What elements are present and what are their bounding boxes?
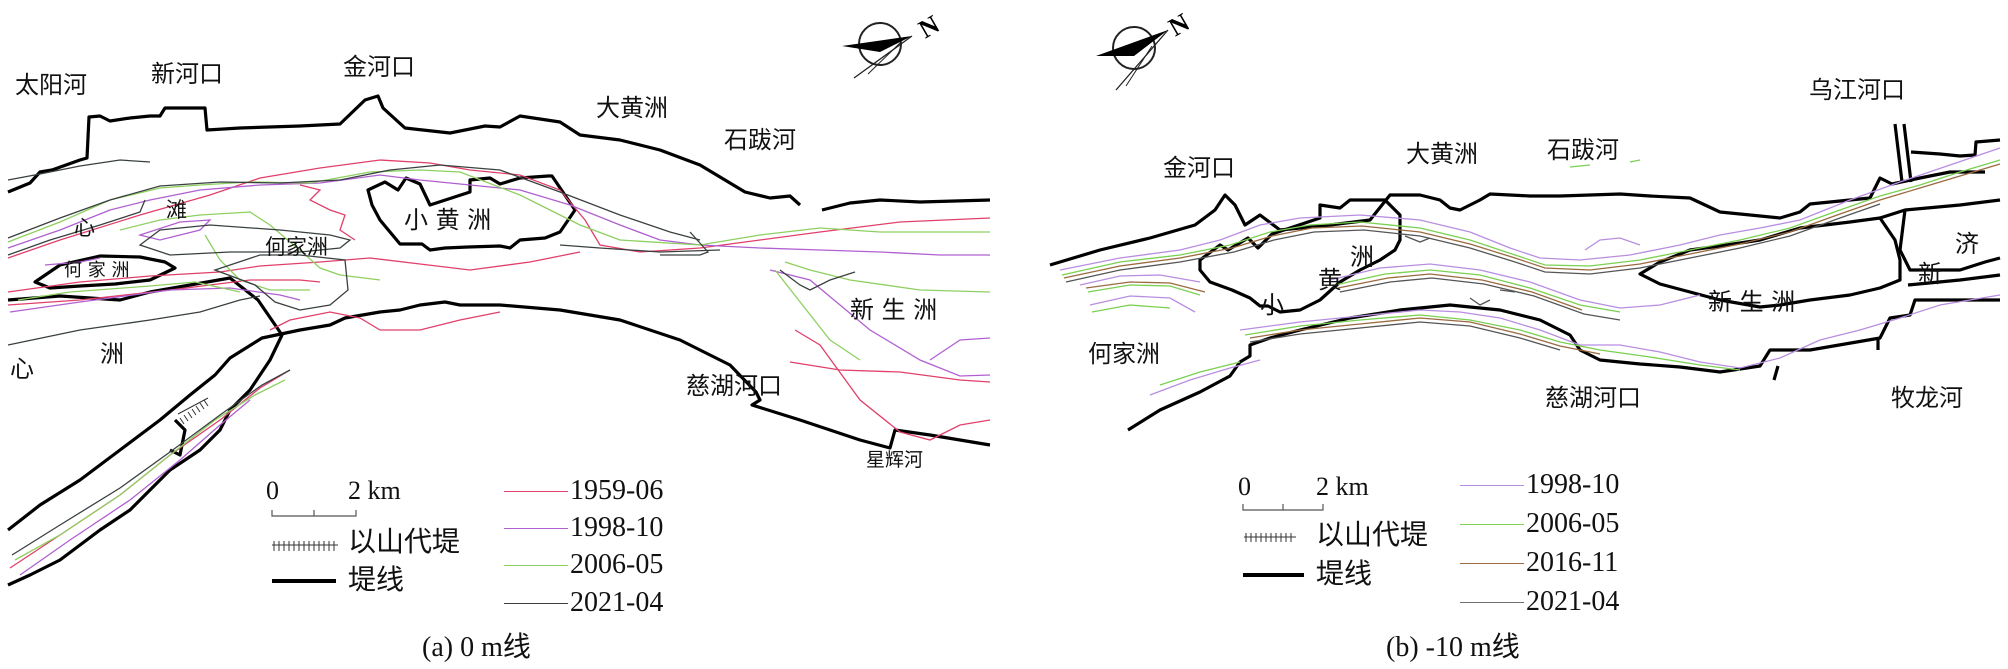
symbol-label-levee-b: 堤线 — [1316, 557, 1373, 590]
caption-b: (b) -10 m线 — [1386, 632, 1520, 663]
scale-end-a: 2 km — [348, 476, 401, 505]
caption-a: (a) 0 m线 — [422, 632, 531, 663]
hill-levee-symbol-a — [272, 541, 338, 551]
label-xinji-xin: 新 — [1918, 260, 1942, 288]
label-hejiazhou-small: 何 家 洲 — [64, 260, 130, 281]
label-xin-2: 心 — [10, 355, 34, 383]
contour-2006-05-b — [1061, 159, 2001, 386]
label-xiaohuangzhou: 小 黄 洲 — [404, 206, 492, 234]
label-tan: 滩 — [166, 198, 187, 222]
legend-item-2016-11: 2016-11 — [1460, 548, 1618, 578]
label-zhou: 洲 — [100, 340, 124, 368]
label-dahuangzhou: 大黄洲 — [596, 94, 668, 122]
legend-swatch — [1460, 562, 1524, 564]
legend-swatch — [504, 602, 568, 604]
label-hejiazhou: 何家洲 — [265, 235, 328, 259]
label-xinshengzhou: 新 生 洲 — [1708, 288, 1796, 316]
label-cihuhekou: 慈湖河口 — [686, 372, 782, 400]
scale-bar-b — [1242, 504, 1324, 511]
svg-text:N: N — [914, 10, 945, 45]
contour-2006-05-a — [7, 169, 991, 561]
north-arrow-icon: N — [842, 10, 945, 79]
scale-start-a: 0 — [266, 476, 279, 505]
legend-item-1998-10: 1998-10 — [504, 513, 663, 543]
scale-start-b: 0 — [1238, 472, 1251, 501]
label-xinshengzhou: 新 生 洲 — [850, 296, 938, 324]
legend-item-1959-06: 1959-06 — [504, 476, 663, 506]
symbol-label-hill-levee-a: 以山代堤 — [348, 525, 461, 558]
panel-b-minus10m-line: N 乌江河口 金河口 大黄洲 石跋河 洲 黄 小 新 生 洲 济 新 何家洲 慈… — [1000, 0, 2008, 669]
label-xinji-ji: 济 — [1955, 230, 1979, 258]
label-jinhekou: 金河口 — [343, 53, 415, 81]
label-taiyanghe: 太阳河 — [15, 71, 87, 99]
svg-text:N: N — [1164, 8, 1195, 43]
label-wujianghekou: 乌江河口 — [1809, 76, 1905, 104]
legend-swatch — [504, 490, 568, 492]
legend-item-2006-05: 2006-05 — [1460, 509, 1619, 539]
label-hejiazhou: 何家洲 — [1088, 340, 1160, 368]
river-map-b — [1049, 123, 2001, 577]
label-dahuangzhou: 大黄洲 — [1406, 140, 1478, 168]
label-mulonghe: 牧龙河 — [1891, 384, 1963, 412]
label-shibahe: 石跋河 — [724, 126, 796, 154]
scale-end-b: 2 km — [1316, 472, 1369, 501]
contour-2016-11-b — [1063, 163, 2001, 355]
label-xiaohuangzhou-huang: 黄 — [1318, 266, 1342, 294]
hill-levee-symbol-b — [1244, 533, 1296, 542]
panel-a-0m-line: N 太阳河 新河口 金河口 大黄洲 石跋河 小 黄 洲 何家洲 滩 心 何 家 … — [0, 0, 1000, 669]
contour-2021-04-b — [1065, 203, 1881, 351]
label-xin-1: 心 — [74, 216, 95, 240]
label-xiaohuangzhou-zhou: 洲 — [1350, 243, 1374, 271]
legend-item-2021-04: 2021-04 — [1460, 587, 1619, 617]
contour-1998-10-b — [1059, 147, 2001, 396]
symbol-label-levee-a: 堤线 — [348, 563, 405, 596]
label-cihuhekou: 慈湖河口 — [1545, 384, 1641, 412]
label-jinhekou: 金河口 — [1163, 154, 1235, 182]
label-xinghuihe: 星辉河 — [866, 449, 924, 471]
contour-2021-04-a — [7, 159, 856, 556]
legend-swatch — [504, 564, 568, 566]
label-shibahe: 石跋河 — [1547, 136, 1619, 164]
north-arrow-icon: N — [1096, 8, 1195, 91]
legend-item-2021-04: 2021-04 — [504, 588, 663, 618]
symbol-label-hill-levee-b: 以山代堤 — [1316, 518, 1429, 551]
label-xinhekou: 新河口 — [151, 60, 223, 88]
hill-levee-hatching-a — [177, 397, 209, 425]
legend-swatch — [1460, 601, 1524, 603]
scale-bar-a — [271, 510, 357, 517]
contour-1998-10-a — [7, 174, 991, 576]
legend-swatch — [1460, 484, 1524, 486]
legend-swatch — [504, 527, 568, 529]
legend-swatch — [1460, 523, 1524, 525]
label-xiaohuangzhou-xiao: 小 — [1260, 291, 1284, 319]
river-map-a — [7, 94, 991, 587]
legend-item-2006-05: 2006-05 — [504, 550, 663, 580]
legend-item-1998-10: 1998-10 — [1460, 470, 1619, 500]
